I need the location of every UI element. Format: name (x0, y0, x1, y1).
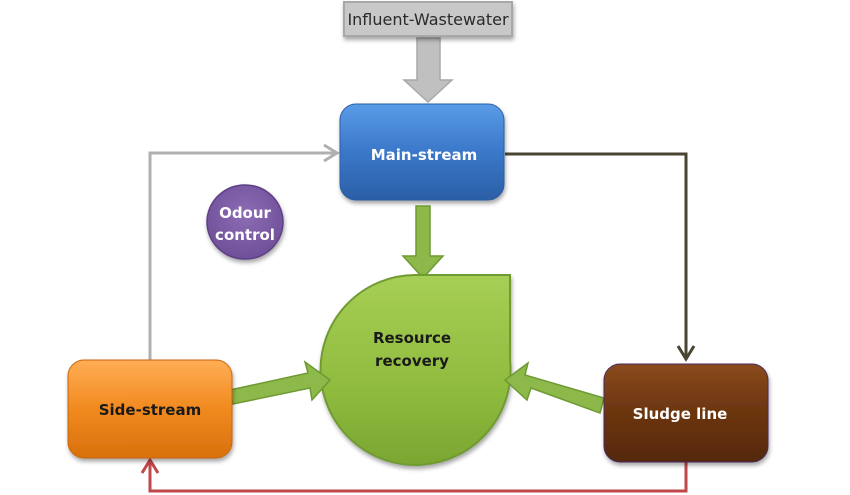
arrowhead-icon (140, 457, 160, 474)
edge-side-stream-to-resource-recovery (229, 360, 332, 405)
edge-main-stream-to-resource-recovery (401, 205, 445, 280)
edge-main-stream-to-sludge-line (505, 152, 696, 362)
odour-control-label-line2: control (215, 226, 275, 244)
resource-recovery-label-line1: Resource (373, 329, 451, 347)
arrowhead-icon (676, 345, 696, 362)
edge-sludge-line-to-side-stream (140, 457, 688, 493)
arrowhead-icon (323, 143, 340, 163)
resource-recovery-node[interactable] (319, 274, 512, 466)
edge-sludge-line-to-resource-recovery (503, 361, 605, 414)
sludge-line-label: Sludge line (633, 405, 728, 423)
main-stream-label: Main-stream (371, 146, 478, 164)
influent-wastewater-label: Influent-Wastewater (347, 10, 509, 29)
main-stream-node[interactable] (339, 103, 505, 201)
side-stream-label: Side-stream (99, 401, 202, 419)
odour-control-node[interactable] (206, 184, 284, 260)
edge-influent-to-main-stream (402, 37, 454, 104)
sludge-line-node[interactable] (603, 363, 769, 463)
odour-control-label-line1: Odour (219, 204, 271, 222)
edge-side-stream-to-main-stream (148, 143, 340, 360)
side-stream-node[interactable] (67, 359, 233, 459)
influent-wastewater-node[interactable] (343, 1, 513, 37)
resource-recovery-label-line2: recovery (375, 352, 449, 370)
